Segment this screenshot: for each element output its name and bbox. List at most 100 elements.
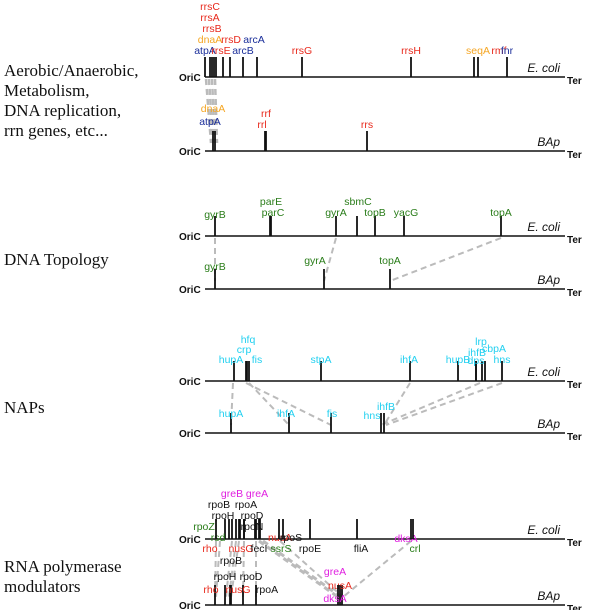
homolog-connector [262,539,342,599]
gene-label: hfq [241,334,256,346]
category-label: RNA polymerase [4,557,122,576]
gene-label: rpoS [280,532,302,544]
homolog-connector [279,540,344,598]
gene-label: rsd [211,532,226,544]
gene-label: yacG [394,207,419,219]
genome-name: BAp [537,135,560,149]
gene-label: fecI [251,543,268,555]
gene-label: ihfA [400,354,418,366]
homolog-connector [383,382,411,426]
gene-label: nusG [225,584,250,596]
homolog-connector [323,237,337,282]
homolog-connector [245,382,332,426]
gene-label: rpoH [214,571,237,583]
gene-label: rmf [491,45,506,57]
gene-label: fliA [354,543,369,555]
category-label: Metabolism, [4,81,89,100]
ter-label: Ter [567,538,582,549]
gene-label: rpoH [212,510,235,522]
gene-label: hupB [446,354,471,366]
gene-label: gyrB [204,209,226,221]
oric-label: OriC [179,601,201,610]
gene-label: rrsG [292,45,312,57]
ter-label: Ter [567,380,582,391]
ter-label: Ter [567,432,582,443]
gene-label: nusA [328,580,352,592]
ter-label: Ter [567,288,582,299]
gene-label: dnaA [201,103,226,115]
gene-label: rpoZ [193,521,215,533]
gene-label: hupA [219,408,244,420]
gene-label: parC [262,207,285,219]
gene-label: rrsA [200,12,219,24]
oric-label: OriC [179,535,201,546]
gene-label: parE [260,196,282,208]
gene-label: arcA [243,34,265,46]
homolog-connector [258,539,339,599]
gene-label: fis [327,408,338,420]
gene-label: crp [237,344,252,356]
gene-label: cbpA [482,343,506,355]
gene-label: rho [203,584,218,596]
genome-name: BAp [537,417,560,431]
category-label: modulators [4,577,81,596]
genome-name: E. coli [527,220,560,234]
gene-label: rrf [261,108,271,120]
homolog-connector [213,78,219,144]
homolog-connector [385,382,503,426]
gene-label: atpA [194,45,216,57]
gene-label: topB [364,207,386,219]
gene-label: rrsE [211,45,230,57]
gene-label: nusG [228,543,253,555]
gene-label: dksA [394,533,417,545]
category-label: DNA replication, [4,101,121,120]
ter-label: Ter [567,150,582,161]
oric-label: OriC [179,73,201,84]
gene-label: rrs [361,119,373,131]
gene-label: rpoA [256,584,278,596]
gene-label: ihfA [277,408,295,420]
gene-label: fnr [501,45,514,57]
gene-label: lrp [475,336,487,348]
gene-label: rrsC [200,1,220,13]
homolog-connector [389,237,502,282]
gene-label: topA [379,255,401,267]
category-label: Aerobic/Anaerobic, [4,61,139,80]
genome-name: E. coli [527,61,560,75]
oric-label: OriC [179,232,201,243]
gene-label: rpoA [235,499,257,511]
gene-label: atpA [199,116,221,128]
gene-label: nusA [268,532,292,544]
gene-label: dps [468,355,485,367]
gene-label: gyrA [325,207,347,219]
oric-label: OriC [179,285,201,296]
gene-label: rho [202,543,217,555]
gene-label: rpoD [240,571,263,583]
oric-label: OriC [179,147,201,158]
gene-label: seqA [466,45,490,57]
genome-name: BAp [537,273,560,287]
gene-label: ssrS [271,543,292,555]
gene-label: stpA [310,354,331,366]
genome-name: E. coli [527,365,560,379]
gene-label: fis [252,354,263,366]
gene-label: rrl [257,119,266,131]
gene-label: topA [490,207,512,219]
ter-label: Ter [567,76,582,87]
gene-label: gyrB [204,261,226,273]
gene-label: dksA [323,593,346,605]
gene-label: greA [324,566,346,578]
gene-label: arcB [232,45,254,57]
oric-label: OriC [179,429,201,440]
genome-name: E. coli [527,523,560,537]
gene-label: sbmC [344,196,372,208]
category-labels: Aerobic/Anaerobic,Metabolism,DNA replica… [4,61,139,596]
